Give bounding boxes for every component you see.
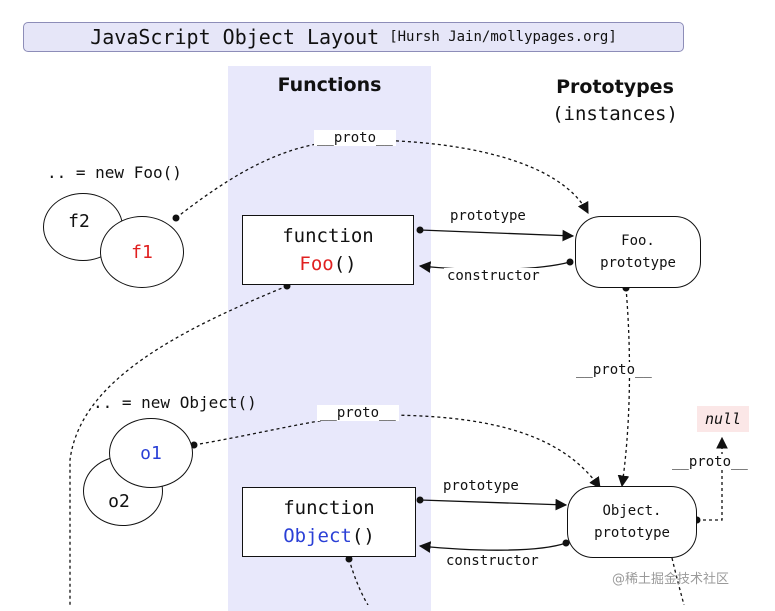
title-bar: JavaScript Object Layout [Hursh Jain/mol… [23,22,684,52]
instance-f1: f1 [100,216,184,288]
prototypes-heading: Prototypes (instances) [540,74,690,128]
edge-label-proto-o1: __proto__ [317,405,399,421]
edge-object-prototype-proto [697,436,728,521]
function-foo-parens: () [333,253,357,275]
diagram-title: JavaScript Object Layout [90,25,380,49]
edge-label-proto-object-prototype: __proto__ [669,454,751,470]
instance-o2-label: o2 [108,490,130,512]
diagram-credit: [Hursh Jain/mollypages.org] [389,29,617,45]
function-object-parens: () [351,525,375,547]
dot-foo-constructor-out [566,258,574,266]
prototypes-heading-title: Prototypes [556,76,674,98]
watermark: @稀土掘金技术社区 [612,572,730,587]
instance-f2-label: f2 [68,210,90,232]
caption-new-foo: .. = new Foo() [47,163,182,182]
object-prototype-box: Object. prototype [567,486,697,558]
function-foo-keyword: function [282,225,374,247]
edge-o1-proto [193,414,601,489]
function-object-box: function Object() [242,487,416,557]
edge-object-proto-down [348,558,369,605]
edge-label-proto-f1: __proto__ [314,130,396,146]
foo-prototype-line2: prototype [600,255,676,271]
object-prototype-line2: prototype [594,525,670,541]
edge-object-proto-bottom [671,557,685,605]
edge-foo-prototype-proto [617,287,631,488]
functions-heading: Functions [277,74,382,96]
function-foo-name: Foo [299,253,334,275]
dot-foo-prototype-out [416,226,424,234]
function-object-keyword: function [283,497,375,519]
edge-foo-proto-down [69,285,288,605]
dot-object-bottom [345,555,353,563]
instance-o1-label: o1 [140,442,162,464]
edge-f1-proto [175,139,589,219]
edge-label-constructor-foo: constructor [444,268,543,284]
instance-f1-label: f1 [131,241,153,263]
dot-object-prototype-out [416,496,424,504]
prototypes-heading-subtitle: (instances) [552,103,678,125]
edge-prototype-object [419,498,568,511]
edge-label-proto-foo-prototype: __proto__ [573,362,655,378]
dot-f1 [172,214,180,222]
null-node: null [697,406,749,432]
function-object-signature: Object() [283,522,375,550]
edge-prototype-foo [419,229,575,242]
function-object-name: Object [283,525,352,547]
foo-prototype-box: Foo. prototype [575,216,701,288]
function-foo-box: function Foo() [242,215,414,285]
foo-prototype-line1: Foo. [621,233,655,249]
edge-label-prototype-foo: prototype [447,208,529,224]
function-foo-signature: Foo() [299,250,356,278]
caption-new-object: .. = new Object() [93,393,257,412]
instance-o1: o1 [109,418,193,488]
edge-label-constructor-object: constructor [443,553,542,569]
edge-constructor-object [418,541,567,553]
object-prototype-line1: Object. [602,503,662,519]
edge-label-prototype-object: prototype [440,478,522,494]
